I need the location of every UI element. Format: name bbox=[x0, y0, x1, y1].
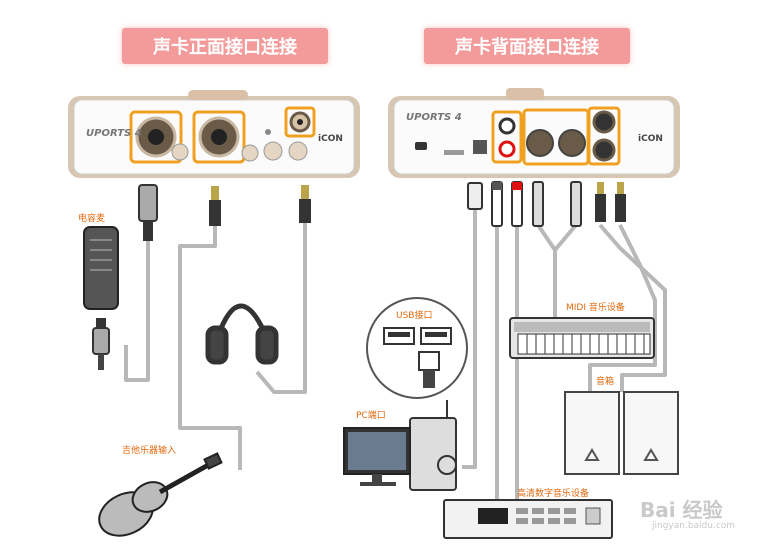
combo-input-1-highlight bbox=[129, 110, 183, 164]
hd-digital-music-device-icon bbox=[443, 499, 613, 539]
rca-outputs-highlight bbox=[491, 110, 523, 164]
speaker-cable-1 bbox=[598, 223, 667, 392]
cables bbox=[124, 210, 667, 500]
jack-plug-4 bbox=[615, 182, 626, 222]
jack-plug-2 bbox=[299, 185, 311, 223]
back-title-banner: 声卡背面接口连接 bbox=[424, 28, 630, 64]
front-brand-text: UPORTS 4 bbox=[86, 128, 142, 139]
speakers-icon bbox=[564, 391, 679, 475]
back-logo-text: iCON bbox=[638, 134, 663, 144]
rca-plug-red bbox=[511, 181, 523, 227]
hd-digital-music-device-label: 高清数字音乐设备 bbox=[517, 489, 590, 499]
pc-port-label: PC端口 bbox=[356, 411, 386, 421]
pc-icon bbox=[343, 400, 457, 491]
midi-keyboard-icon bbox=[509, 317, 655, 359]
midi-plug-1 bbox=[532, 181, 544, 227]
midi-in bbox=[526, 129, 554, 157]
usb-b-port bbox=[473, 140, 487, 154]
condenser-mic-icon bbox=[83, 226, 119, 370]
jack-plug-3 bbox=[595, 182, 606, 222]
midi-cable-2 bbox=[553, 223, 578, 252]
midi-out bbox=[558, 129, 586, 157]
pc-usb-port-highlight bbox=[437, 455, 457, 475]
usb-port-label: USB接口 bbox=[396, 311, 433, 321]
usb-plug bbox=[467, 182, 483, 210]
line-outputs-highlight bbox=[587, 106, 621, 166]
midi-device-label: MIDI 音乐设备 bbox=[566, 303, 625, 313]
baidu-watermark-url: jingyan.baidu.com bbox=[652, 521, 736, 531]
rca-plug-white bbox=[491, 181, 503, 227]
back-panel bbox=[388, 88, 680, 178]
headphone-out-highlight bbox=[284, 106, 316, 138]
usb-cable-to-pc bbox=[462, 210, 477, 469]
condenser-mic-label: 电容麦 bbox=[78, 214, 106, 224]
pc-tower bbox=[409, 417, 457, 491]
speakers-label: 音箱 bbox=[596, 377, 615, 387]
guitar-input-label: 吉他乐器输入 bbox=[122, 446, 177, 456]
jack-plug-1 bbox=[209, 186, 221, 226]
xlr-plug bbox=[138, 184, 158, 241]
headphones-icon bbox=[205, 303, 279, 365]
midi-cable-1 bbox=[536, 223, 557, 318]
midi-plug-2 bbox=[570, 181, 582, 227]
front-panel bbox=[68, 90, 360, 178]
power-switch bbox=[415, 142, 427, 150]
top-knob bbox=[188, 90, 248, 100]
front-title-banner: 声卡正面接口连接 bbox=[122, 28, 328, 64]
guitar-cable bbox=[178, 225, 242, 470]
front-logo-text: iCON bbox=[318, 134, 343, 144]
headphone-cable bbox=[255, 222, 307, 394]
electric-guitar-icon bbox=[98, 452, 223, 537]
mic-cable bbox=[124, 240, 150, 382]
usb-callout bbox=[366, 297, 468, 399]
combo-input-2-highlight bbox=[192, 110, 246, 164]
baidu-watermark-logo: Bai 经验 bbox=[640, 498, 723, 522]
back-brand-text: UPORTS 4 bbox=[406, 112, 462, 123]
